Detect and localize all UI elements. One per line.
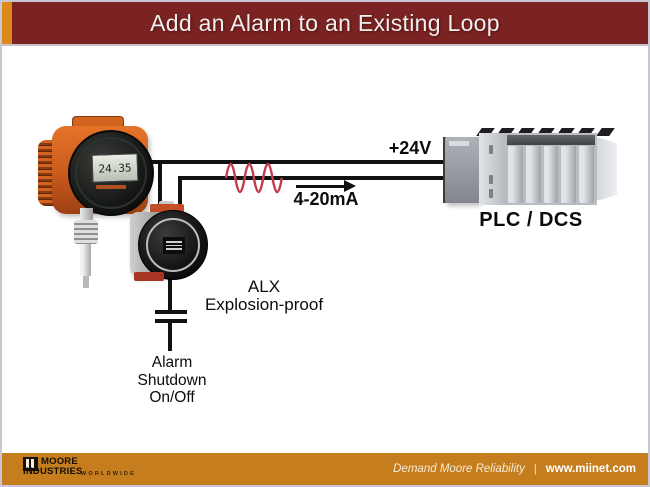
probe-tip (83, 276, 89, 288)
plc-dcs-label: PLC / DCS (479, 209, 583, 231)
footer-logo-industries: INDUSTRIES (23, 465, 83, 477)
plc-io-card (579, 146, 594, 203)
probe-tube (80, 244, 91, 276)
alarm-shutdown-line2: Shutdown (137, 371, 207, 389)
plc-rack-top-strip (507, 135, 595, 145)
plc-cpu-module (479, 133, 505, 205)
signal-wave-icon (224, 162, 283, 194)
alx-cover-ring (146, 218, 200, 272)
current-loop-label: 4-20mA (293, 189, 359, 209)
footer-logo-moore: MOORE (41, 456, 78, 467)
alarm-shutdown-line3: On/Off (149, 389, 195, 406)
plc-power-module (445, 137, 479, 203)
footer-separator: | (533, 463, 537, 475)
plc-io-rack (505, 133, 597, 205)
wire-drop-left (158, 160, 162, 206)
alarm-shutdown-label: Alarm Shutdown On/Off (112, 354, 232, 407)
plc-io-card (561, 146, 577, 203)
probe-neck (80, 208, 93, 222)
alx-bottom-mount (134, 272, 164, 281)
plc-psu-edge (443, 137, 446, 203)
moore-logo-icon (23, 457, 38, 471)
alx-label: ALX Explosion-proof (194, 278, 334, 314)
plc-cpu-slot (489, 175, 493, 184)
title-accent-bar (2, 2, 12, 44)
supply-voltage-label: +24V (388, 138, 432, 158)
plc-psu-label (449, 141, 469, 146)
page-title: Add an Alarm to an Existing Loop (150, 9, 500, 36)
alx-face (138, 210, 208, 280)
wire-contact-tail (168, 323, 172, 351)
plc-io-card (525, 146, 541, 203)
wire-drop-right (178, 176, 182, 206)
footer-logo-worldwide: WORLDWIDE (81, 470, 136, 477)
current-arrow-icon (344, 180, 356, 192)
probe-fitting (74, 220, 98, 244)
alx-label-line2: Explosion-proof (204, 295, 324, 314)
transmitter-brand-mark (96, 185, 126, 189)
wire-supply-line (140, 160, 445, 164)
alx-face-label (163, 237, 185, 254)
plc-rack (443, 125, 619, 209)
alx-alarm-device (128, 200, 210, 284)
footer-right-group: Demand Moore Reliability | www.miinet.co… (393, 453, 636, 485)
plc-cpu-slot (489, 145, 493, 154)
transmitter-bezel-ring (75, 137, 147, 209)
footer-website: www.miinet.com (545, 463, 636, 475)
footer-tagline: Demand Moore Reliability (393, 463, 525, 475)
current-arrow-shaft (296, 185, 346, 188)
plc-cpu-slot (489, 189, 493, 198)
plc-tab (596, 128, 615, 136)
contact-plate-top (155, 310, 187, 314)
transmitter-display: 24.35 (91, 153, 139, 183)
title-bar: Add an Alarm to an Existing Loop (2, 2, 648, 46)
transmitter-face: 24.35 (68, 130, 154, 216)
temperature-transmitter: 24.35 (38, 116, 158, 292)
plc-io-card (543, 146, 559, 203)
alarm-shutdown-line1: Alarm (151, 354, 193, 371)
plc-io-slots (507, 146, 595, 203)
wire-signal-line (178, 176, 445, 180)
contact-plate-bottom (155, 319, 187, 323)
plc-io-card (508, 146, 523, 203)
footer-bar: MOORE INDUSTRIES WORLDWIDE Demand Moore … (2, 453, 648, 485)
wire-alx-to-contact (168, 276, 172, 310)
alx-label-line1: ALX (247, 277, 281, 296)
plc-side-panel (597, 137, 617, 201)
